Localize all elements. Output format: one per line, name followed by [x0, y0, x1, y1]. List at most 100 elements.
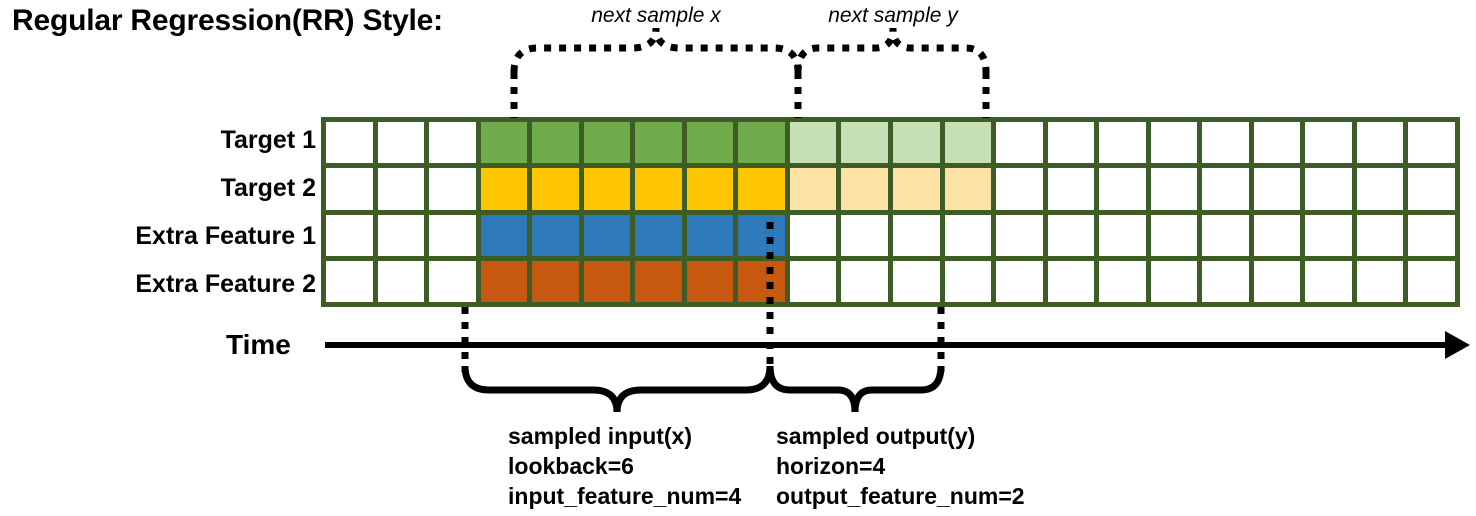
- timeline-cell: [893, 168, 940, 210]
- timeline-cell: [480, 260, 528, 302]
- time-axis-arrow: [325, 331, 1470, 359]
- timeline-cell: [377, 168, 425, 210]
- timeline-cell: [841, 122, 888, 164]
- timeline-cell: [1099, 168, 1146, 210]
- timeline-cell: [893, 214, 940, 256]
- time-axis-label: Time: [226, 329, 291, 360]
- timeline-cell: [1202, 214, 1249, 256]
- sampled-input-line-2: lookback=6: [508, 452, 634, 479]
- row-label-target-1: Target 1: [220, 126, 316, 154]
- brace-next-sample-y: [794, 27, 990, 73]
- timeline-cell: [635, 168, 682, 210]
- timeline-cell: [1047, 214, 1095, 256]
- top-dotted-guides: [510, 72, 990, 118]
- timeline-cell: [1202, 260, 1249, 302]
- timeline-cell: [429, 214, 476, 256]
- timeline-cell: [635, 260, 682, 302]
- timeline-cell: [1356, 260, 1404, 302]
- timeline-cell: [996, 260, 1043, 302]
- timeline-cell: [635, 214, 682, 256]
- timeline-cell: [1305, 214, 1352, 256]
- timeline-cell: [1408, 260, 1455, 302]
- timeline-cell: [1356, 168, 1404, 210]
- annotation-sampled-input: sampled input(x) lookback=6 input_featur…: [508, 422, 741, 512]
- timeline-cell: [1408, 122, 1455, 164]
- annotation-next-sample-y: next sample y: [828, 4, 958, 27]
- timeline-cell: [686, 168, 734, 210]
- timeline-cell: [738, 260, 785, 302]
- timeline-cell: [944, 122, 992, 164]
- timeline-cell: [996, 168, 1043, 210]
- timeline-cell: [1150, 122, 1198, 164]
- timeline-cell: [429, 260, 476, 302]
- annotation-sampled-output: sampled output(y) horizon=4 output_featu…: [776, 422, 1025, 512]
- sampled-output-line-3: output_feature_num=2: [776, 482, 1025, 509]
- timeline-cell: [996, 122, 1043, 164]
- timeline-cell: [1305, 168, 1352, 210]
- timeline-cell: [480, 168, 528, 210]
- timeline-cell: [583, 260, 631, 302]
- timeline-cell: [1253, 260, 1301, 302]
- sampled-input-line-1: sampled input(x): [508, 423, 693, 449]
- timeline-cell: [377, 260, 425, 302]
- timeline-cell: [583, 122, 631, 164]
- timeline-cell: [583, 168, 631, 210]
- timeline-cell: [635, 122, 682, 164]
- timeline-cell: [326, 168, 373, 210]
- timeline-cell: [893, 260, 940, 302]
- timeline-cell: [738, 168, 785, 210]
- page-title: Regular Regression(RR) Style:: [12, 4, 443, 37]
- timeline-cell: [429, 122, 476, 164]
- timeline-cell: [532, 168, 579, 210]
- timeline-cell: [1356, 214, 1404, 256]
- timeline-cell: [1408, 214, 1455, 256]
- row-label-target-2: Target 2: [220, 174, 316, 202]
- timeline-cell: [1099, 122, 1146, 164]
- timeline-cell: [326, 122, 373, 164]
- timeline-cell: [944, 260, 992, 302]
- timeline-cell: [532, 214, 579, 256]
- sampled-output-line-2: horizon=4: [776, 452, 886, 479]
- timeline-cell: [1099, 260, 1146, 302]
- timeline-cell: [1253, 214, 1301, 256]
- timeline-cell: [1150, 168, 1198, 210]
- sampled-input-line-3: input_feature_num=4: [508, 482, 742, 509]
- timeline-cell: [1202, 122, 1249, 164]
- timeline-cell: [1047, 260, 1095, 302]
- annotation-next-sample-x: next sample x: [591, 4, 721, 27]
- timeline-cell: [789, 260, 837, 302]
- brace-sampled-input: [461, 365, 774, 413]
- timeline-cell: [1202, 168, 1249, 210]
- timeline-cell: [686, 214, 734, 256]
- timeline-cell: [738, 122, 785, 164]
- timeline-cell: [377, 214, 425, 256]
- timeline-grid: [321, 117, 1460, 307]
- row-label-extra-feature-2: Extra Feature 2: [135, 270, 316, 298]
- timeline-cell: [326, 214, 373, 256]
- timeline-cell: [480, 214, 528, 256]
- timeline-cell: [1305, 122, 1352, 164]
- timeline-cell: [1408, 168, 1455, 210]
- timeline-cell: [841, 168, 888, 210]
- sampled-output-line-1: sampled output(y): [776, 423, 976, 449]
- timeline-cell: [1047, 122, 1095, 164]
- timeline-cell: [789, 122, 837, 164]
- timeline-cell: [841, 214, 888, 256]
- timeline-cell: [1253, 122, 1301, 164]
- row-label-extra-feature-1: Extra Feature 1: [135, 222, 316, 250]
- timeline-cell: [996, 214, 1043, 256]
- timeline-cell: [1305, 260, 1352, 302]
- timeline-cell: [377, 122, 425, 164]
- brace-sampled-output: [766, 365, 945, 413]
- timeline-cell: [532, 122, 579, 164]
- timeline-cell: [841, 260, 888, 302]
- timeline-cell: [1150, 214, 1198, 256]
- timeline-cell: [738, 214, 785, 256]
- timeline-cell: [1047, 168, 1095, 210]
- timeline-cell: [686, 122, 734, 164]
- brace-next-sample-x: [510, 27, 802, 73]
- timeline-cell: [789, 214, 837, 256]
- timeline-cell: [429, 168, 476, 210]
- timeline-cell: [686, 260, 734, 302]
